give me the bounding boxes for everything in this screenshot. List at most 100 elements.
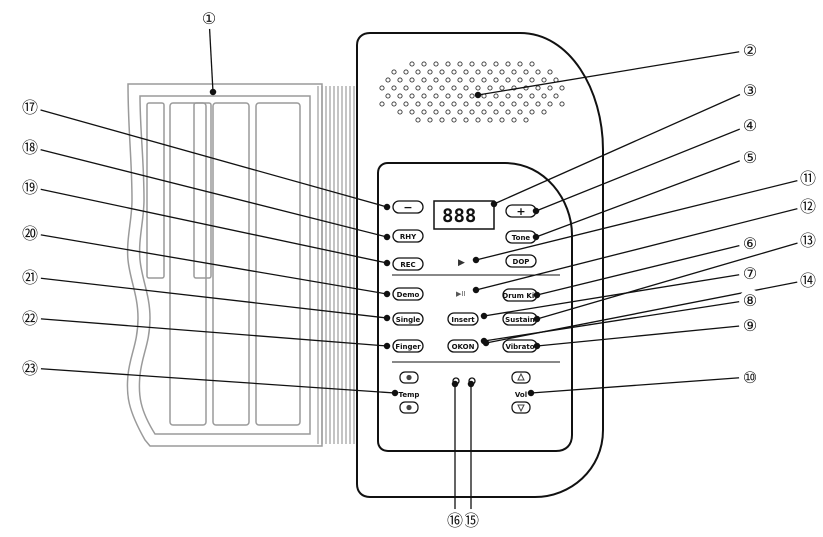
leader-dot: [472, 256, 480, 264]
speaker-hole: [427, 117, 433, 123]
speaker-hole: [547, 85, 553, 91]
leader-dot: [490, 200, 498, 208]
white-key: [212, 102, 250, 426]
vol-up-button[interactable]: [511, 371, 531, 384]
speaker-hole: [445, 93, 451, 99]
leader-dot: [451, 380, 459, 388]
speaker-hole: [499, 117, 505, 123]
callout-number: ④: [743, 118, 757, 135]
speaker-hole: [481, 109, 487, 115]
callout-background: [739, 232, 761, 254]
leader-dot: [383, 290, 391, 298]
leader-dot: [533, 291, 541, 299]
insert-button[interactable]: Insert: [447, 312, 479, 326]
speaker-hole: [469, 93, 475, 99]
speaker-hole: [415, 69, 421, 75]
speaker-hole: [451, 101, 457, 107]
speaker-hole: [463, 69, 469, 75]
play-pause-icon: ▶II: [456, 290, 466, 298]
callout-number: ⑲: [22, 179, 38, 197]
finger-button[interactable]: Finger: [392, 339, 424, 353]
speaker-hole: [481, 61, 487, 67]
sustain-button[interactable]: Sustain: [502, 312, 538, 326]
drum-kit-label: Drum Kit: [502, 292, 538, 300]
lcd-display: [433, 200, 495, 230]
vibrato-button[interactable]: Vibrato: [502, 339, 538, 353]
speaker-hole: [421, 61, 427, 67]
speaker-hole: [457, 109, 463, 115]
dop-button[interactable]: DOP: [505, 254, 537, 268]
keyboard-inner-outline: [138, 95, 311, 435]
drum-kit-button[interactable]: Drum Kit: [502, 288, 538, 302]
callout-number: ㉓: [22, 360, 38, 378]
play-icon: ▶: [458, 258, 465, 268]
leader-line: [475, 205, 809, 291]
vibrato-label: Vibrato: [505, 343, 534, 351]
callout-background: [739, 146, 761, 168]
speaker-hole: [547, 101, 553, 107]
callout-number: ⑮: [463, 512, 479, 530]
vol-label: Vol: [515, 391, 527, 399]
callout-background: [797, 229, 819, 251]
demo-label: Demo: [397, 291, 420, 299]
callout-background: [739, 114, 761, 136]
callout-background: [19, 222, 41, 244]
temp-up-icon: [406, 374, 412, 381]
okon-button[interactable]: OKON: [447, 339, 479, 353]
demo-button[interactable]: Demo: [392, 287, 424, 301]
speaker-hole: [529, 109, 535, 115]
callout-background: [460, 509, 482, 531]
callout-number: ⑳: [22, 225, 38, 243]
speaker-hole: [493, 93, 499, 99]
speaker-hole: [457, 61, 463, 67]
single-button[interactable]: Single: [392, 312, 424, 326]
speaker-hole: [541, 77, 547, 83]
speaker-hole: [499, 85, 505, 91]
speaker-hole: [547, 69, 553, 75]
okon-label: OKON: [452, 343, 475, 351]
speaker-hole: [397, 77, 403, 83]
rec-button[interactable]: REC: [392, 257, 424, 271]
minus-button[interactable]: −: [392, 200, 424, 214]
leader-line: [475, 177, 809, 261]
callout-number: ⑪: [800, 170, 816, 188]
lcd-readout: 888: [442, 205, 476, 227]
insert-label: Insert: [451, 316, 475, 324]
leader-dot: [527, 389, 535, 397]
keyboard-outline: [126, 83, 323, 447]
speaker-hole: [499, 101, 505, 107]
speaker-hole: [475, 117, 481, 123]
speaker-hole: [505, 109, 511, 115]
vol-down-button[interactable]: [511, 401, 531, 414]
speaker-hole: [535, 85, 541, 91]
leader-dot: [532, 207, 540, 215]
roll-folds: [317, 86, 355, 444]
callout-background: [19, 266, 41, 288]
callout-number: ⑬: [800, 232, 816, 250]
speaker-hole: [403, 85, 409, 91]
speaker-hole: [463, 101, 469, 107]
control-unit: 888 − RHY REC Demo Single Finger: [356, 32, 604, 498]
speaker-hole: [379, 101, 385, 107]
white-key: [255, 102, 301, 426]
speaker-hole: [487, 85, 493, 91]
tone-button[interactable]: Tone: [505, 230, 537, 244]
speaker-hole: [523, 69, 529, 75]
plus-button[interactable]: +: [505, 204, 537, 218]
rhy-button[interactable]: RHY: [392, 229, 424, 243]
leader-line: [530, 376, 751, 394]
speaker-hole: [403, 69, 409, 75]
speaker-hole: [451, 117, 457, 123]
speaker-hole: [517, 93, 523, 99]
speaker-hole: [469, 77, 475, 83]
callout-background: [198, 7, 220, 29]
callout-number: ⑩: [743, 370, 757, 387]
speaker-hole: [445, 77, 451, 83]
leader-dot: [383, 314, 391, 322]
speaker-hole: [385, 77, 391, 83]
minus-label: −: [403, 201, 412, 214]
callout-background: [739, 39, 761, 61]
speaker-hole: [535, 69, 541, 75]
